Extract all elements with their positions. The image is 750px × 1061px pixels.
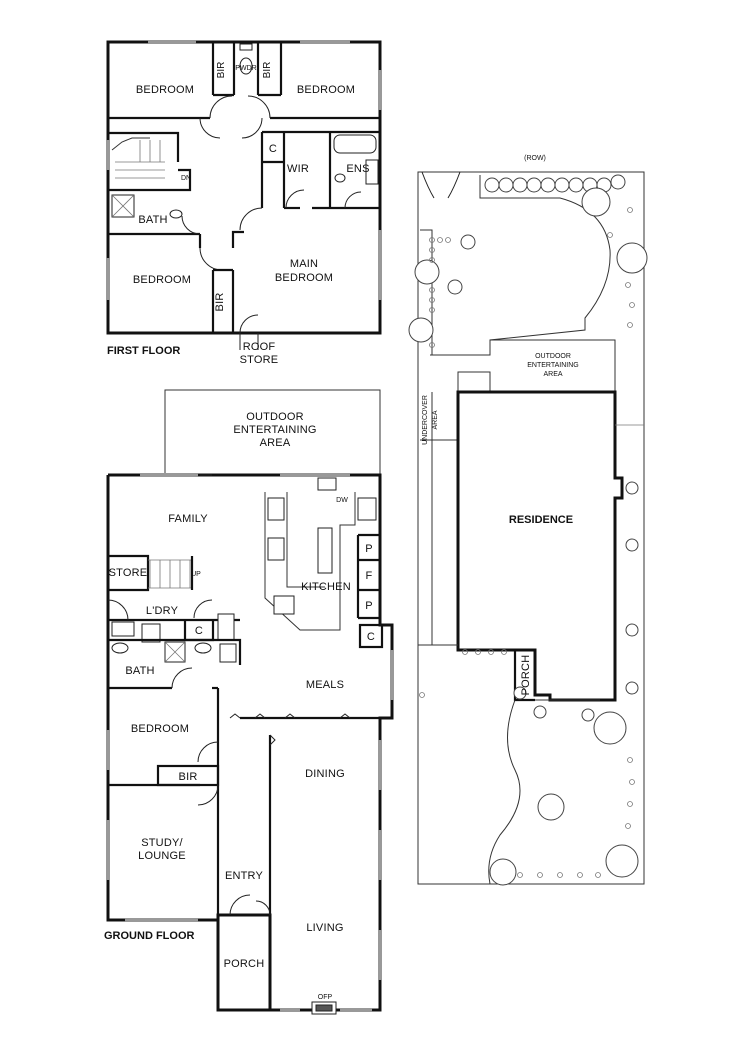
- site-undercover-label-2: AREA: [432, 410, 439, 429]
- gf-pantry-2-label: P: [365, 600, 373, 612]
- site-outdoor-label-1: OUTDOOR: [535, 353, 571, 360]
- ff-bir-2-label: BIR: [262, 62, 273, 79]
- ff-wir-label: WIR: [287, 163, 309, 175]
- ff-ens-label: ENS: [346, 163, 369, 175]
- gf-dining-label: DINING: [305, 768, 345, 780]
- site-plan: [408, 171, 648, 886]
- gf-porch-label: PORCH: [224, 958, 265, 970]
- gf-outdoor-label-2: ENTERTAINING: [233, 424, 316, 436]
- ff-c-label: C: [269, 143, 277, 155]
- ff-bath-label: BATH: [138, 214, 167, 226]
- gf-up-label: UP: [191, 571, 201, 578]
- ff-roof-store-label-2: STORE: [240, 354, 279, 366]
- ground-floor-plan: [106, 389, 394, 1015]
- site-undercover-label-1: UNDERCOVER: [422, 395, 429, 445]
- gf-kitchen-label: KITCHEN: [301, 581, 351, 593]
- site-row-label: (ROW): [524, 155, 546, 162]
- ff-dn-label: DN: [181, 175, 191, 182]
- gf-store-label: STORE: [109, 567, 148, 579]
- gf-laundry-label: L'DRY: [146, 605, 179, 617]
- hedge-top: [484, 174, 626, 193]
- gf-study-label-2: LOUNGE: [138, 850, 186, 862]
- gf-study-label-1: STUDY/: [141, 837, 183, 849]
- gf-pantry-1-label: P: [365, 543, 373, 555]
- first-floor-title: FIRST FLOOR: [107, 345, 180, 357]
- site-residence-label: RESIDENCE: [509, 514, 573, 526]
- ff-bedroom-sw-label: BEDROOM: [133, 274, 191, 286]
- gf-bath-label: BATH: [125, 665, 154, 677]
- site-outdoor-label-2: ENTERTAINING: [527, 362, 578, 369]
- ff-main-bedroom-label-1: MAIN: [290, 258, 318, 270]
- gf-c2-label: C: [367, 631, 375, 643]
- gf-outdoor-label-3: AREA: [260, 437, 291, 449]
- gf-dw-label: DW: [336, 497, 348, 504]
- ground-floor-title: GROUND FLOOR: [104, 930, 194, 942]
- ff-bedroom-nw-label: BEDROOM: [136, 84, 194, 96]
- gf-outdoor-label-1: OUTDOOR: [246, 411, 304, 423]
- first-floor-plan: [106, 40, 382, 350]
- trees: [408, 187, 648, 886]
- gf-fridge-label: F: [366, 570, 373, 582]
- ff-main-bedroom-label-2: BEDROOM: [275, 272, 333, 284]
- gf-living-label: LIVING: [306, 922, 343, 934]
- gf-ofp-label: OFP: [318, 994, 333, 1001]
- gf-c1-label: C: [195, 625, 203, 637]
- ff-bir-3-label: BIR: [214, 293, 226, 312]
- gf-meals-label: MEALS: [306, 679, 344, 691]
- gf-family-label: FAMILY: [168, 513, 208, 525]
- gf-bir-label: BIR: [179, 771, 198, 783]
- ff-pwdr-label: PWDR: [235, 65, 256, 72]
- site-porch-label: PORCH: [520, 655, 532, 696]
- ff-roof-store-label-1: ROOF: [243, 341, 276, 353]
- shrubs: [419, 207, 635, 878]
- ff-bir-1-label: BIR: [216, 62, 227, 79]
- site-outdoor-label-3: AREA: [543, 371, 562, 378]
- ff-bedroom-ne-label: BEDROOM: [297, 84, 355, 96]
- gf-entry-label: ENTRY: [225, 870, 264, 882]
- gf-bedroom-label: BEDROOM: [131, 723, 189, 735]
